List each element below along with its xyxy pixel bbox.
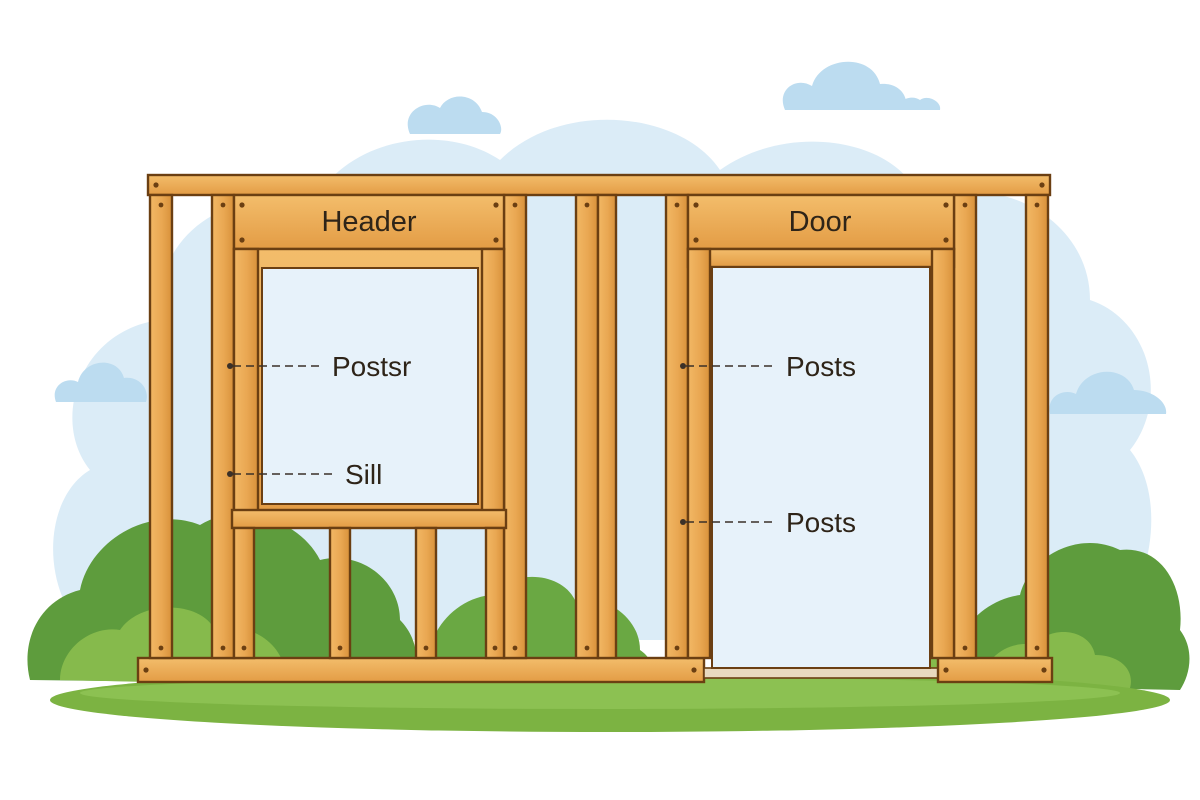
- door-jamb-left: [686, 247, 712, 660]
- callout-door-bottom: Posts: [680, 507, 856, 538]
- bottom-plate-left: [136, 656, 706, 684]
- door-frame: [686, 247, 956, 269]
- callout-window-top: Postsr: [227, 351, 411, 382]
- window-header-plank: [232, 193, 506, 251]
- cloud-icon: [1049, 371, 1167, 414]
- door-header-plank: [686, 193, 956, 251]
- wall-frame: Header Door: [136, 173, 1054, 684]
- callout-door-top-label: Posts: [786, 351, 856, 382]
- cloud-icon: [407, 96, 502, 134]
- callout-door-top: Posts: [680, 351, 856, 382]
- callout-window-sill: Sill: [227, 459, 382, 490]
- door-threshold: [703, 667, 939, 679]
- cripple-studs: [232, 526, 506, 660]
- ground: [50, 668, 1170, 732]
- top-plate: [146, 173, 1052, 197]
- cloud-icon: [782, 61, 941, 110]
- callout-door-bottom-label: Posts: [786, 507, 856, 538]
- window-sill: [230, 508, 508, 530]
- bottom-plate-right: [936, 656, 1054, 684]
- door-header-label: Door: [789, 206, 852, 238]
- cloud-icon: [54, 362, 147, 402]
- door-jamb-right: [930, 247, 956, 660]
- window-glass: [261, 267, 479, 505]
- door-opening: [711, 266, 931, 669]
- nails: [158, 202, 1040, 651]
- window-header-label: Header: [321, 206, 416, 238]
- studs: [148, 193, 1050, 660]
- callout-window-sill-label: Sill: [345, 459, 382, 490]
- callout-window-top-label: Postsr: [332, 351, 411, 382]
